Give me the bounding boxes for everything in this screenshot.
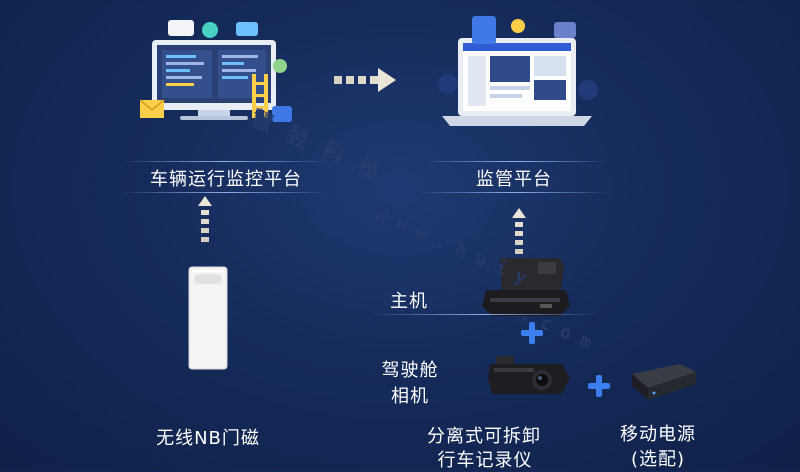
recorder-label-line2: 行车记录仪	[437, 450, 533, 471]
right-arrow	[334, 68, 396, 92]
power-label-line2: (选配)	[630, 449, 686, 470]
cab-camera-label-line2: 相机	[391, 386, 429, 407]
vehicle-platform-underline-bottom	[120, 192, 330, 193]
host-underline	[370, 314, 600, 315]
plus-icon-camera-power	[588, 375, 610, 397]
host-device	[482, 258, 570, 316]
cab-camera-device	[488, 356, 570, 394]
recorder-label-line1: 分离式可拆卸	[427, 426, 541, 447]
monitoring-screen-illustration	[140, 20, 292, 122]
supervision-platform-underline-bottom	[420, 192, 610, 193]
plus-icon-host-camera	[521, 322, 543, 344]
up-arrow-right	[512, 208, 526, 264]
supervision-platform-underline	[420, 161, 610, 162]
vehicle-platform-underline	[120, 161, 330, 162]
vehicle-platform-label: 车辆运行监控平台	[150, 169, 302, 190]
power-label-line1: 移动电源	[620, 424, 696, 445]
watermark-url: w w w . h u i y	[372, 203, 530, 290]
door-sensor-label: 无线NB门磁	[156, 428, 260, 449]
supervision-laptop-illustration	[438, 16, 598, 126]
host-label: 主机	[390, 291, 428, 312]
power-bank-device	[632, 364, 696, 400]
cab-camera-label-line1: 驾驶舱	[381, 360, 439, 381]
supervision-platform-label: 监管平台	[476, 169, 552, 190]
up-arrow-left	[198, 196, 212, 260]
door-sensor-device	[188, 266, 228, 370]
